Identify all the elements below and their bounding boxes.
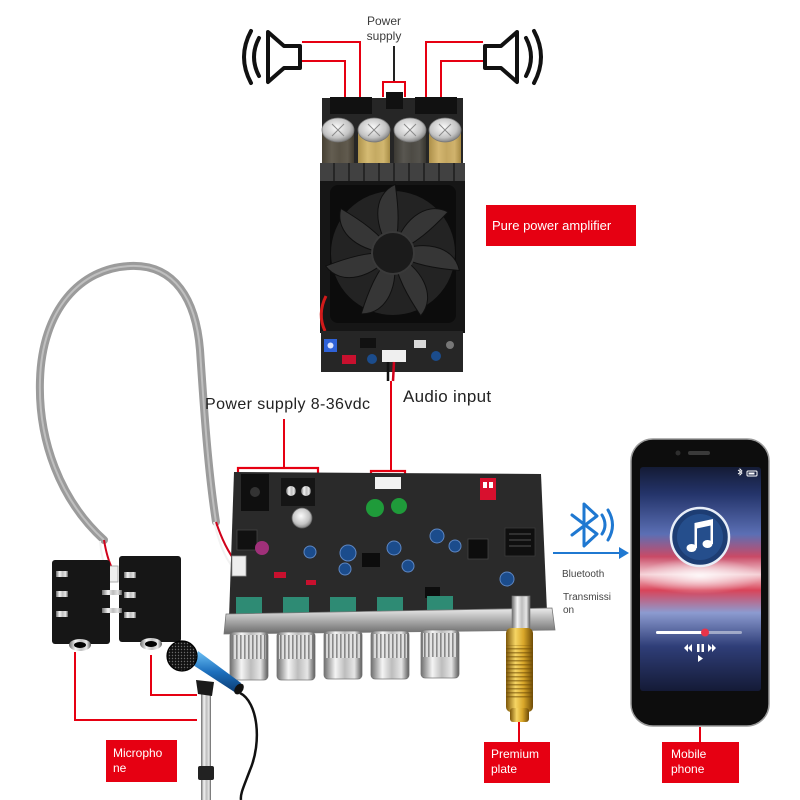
microphone-pointer-lines <box>74 652 197 721</box>
heatsink-fan <box>319 163 465 333</box>
music-note-icon <box>686 519 713 552</box>
front-panel-bracket <box>223 607 556 635</box>
pure-power-amplifier-label: Pure power amplifier <box>492 218 612 233</box>
bluetooth-module <box>504 527 536 557</box>
playback-progress-bar <box>656 628 742 637</box>
album-art <box>669 506 731 568</box>
pure-power-amplifier-tag: Pure power amplifier <box>486 205 636 246</box>
speaker-terminal-right <box>415 97 457 114</box>
microphone-cable <box>35 261 237 583</box>
transmission-label: Transmissi on <box>563 591 611 617</box>
control-knob <box>276 631 316 681</box>
premium-plate-tag: Premium plate <box>484 742 550 783</box>
status-bar <box>737 468 758 477</box>
microphone-tag: Micropho ne <box>106 740 177 782</box>
mobile-phone-tag: Mobile phone <box>662 742 739 783</box>
mobile-phone-label-line-2: phone <box>671 762 705 776</box>
capacitor <box>393 117 427 163</box>
microphone <box>166 640 259 800</box>
control-knob <box>229 631 269 681</box>
preamp-board <box>223 472 556 635</box>
capacitor <box>357 117 391 163</box>
gold-plated-jack <box>506 595 533 722</box>
power-supply-wire <box>382 46 406 97</box>
power-terminal <box>386 92 403 109</box>
mobile-phone <box>630 438 770 727</box>
speaker-wires <box>302 41 483 104</box>
arrow-right-icon <box>553 547 629 559</box>
power-supply-input-label: Power supply 8-36vdc <box>205 396 371 413</box>
control-knob <box>370 630 410 680</box>
front-camera <box>675 450 681 456</box>
jack-terminal-tabs <box>102 590 122 613</box>
power-screw-terminal <box>281 478 315 506</box>
microphone-jack-left <box>52 560 110 651</box>
transmission-label-line-2: on <box>563 605 575 616</box>
power-supply-label-line-2: supply <box>366 29 402 43</box>
premium-plate-label-line-2: plate <box>491 762 518 776</box>
mobile-phone-label-line-1: Mobile <box>671 747 707 761</box>
power-supply-label-line-1: Power <box>366 14 401 28</box>
audio-input-connector <box>375 477 401 489</box>
microphone-stand <box>196 680 214 800</box>
speaker-terminal-left <box>330 97 372 114</box>
premium-plate-label-line-1: Premium <box>491 747 540 761</box>
amplifier-board <box>319 92 465 382</box>
microphone-jack-right <box>119 556 181 650</box>
amplifier-control-strip <box>321 331 463 382</box>
transmission-label-line-1: Transmissi <box>563 592 611 603</box>
media-controls-icon <box>684 644 716 662</box>
audio-input-label: Audio input <box>403 387 492 406</box>
speaker-left-icon <box>242 29 302 85</box>
bluetooth-icon <box>570 502 614 548</box>
capacitor <box>321 117 355 163</box>
control-knob <box>323 630 363 680</box>
dip-switch <box>480 478 496 500</box>
bluetooth-label: Bluetooth <box>562 569 605 580</box>
speaker-right-icon <box>483 29 543 85</box>
capacitor <box>428 117 462 163</box>
power-supply-label: Power supply <box>352 14 416 44</box>
progress-handle <box>701 628 710 637</box>
control-knob <box>420 629 460 679</box>
microphone-label-line-1: Micropho <box>113 746 163 760</box>
microphone-label-line-2: ne <box>113 761 127 775</box>
earpiece <box>688 451 710 455</box>
